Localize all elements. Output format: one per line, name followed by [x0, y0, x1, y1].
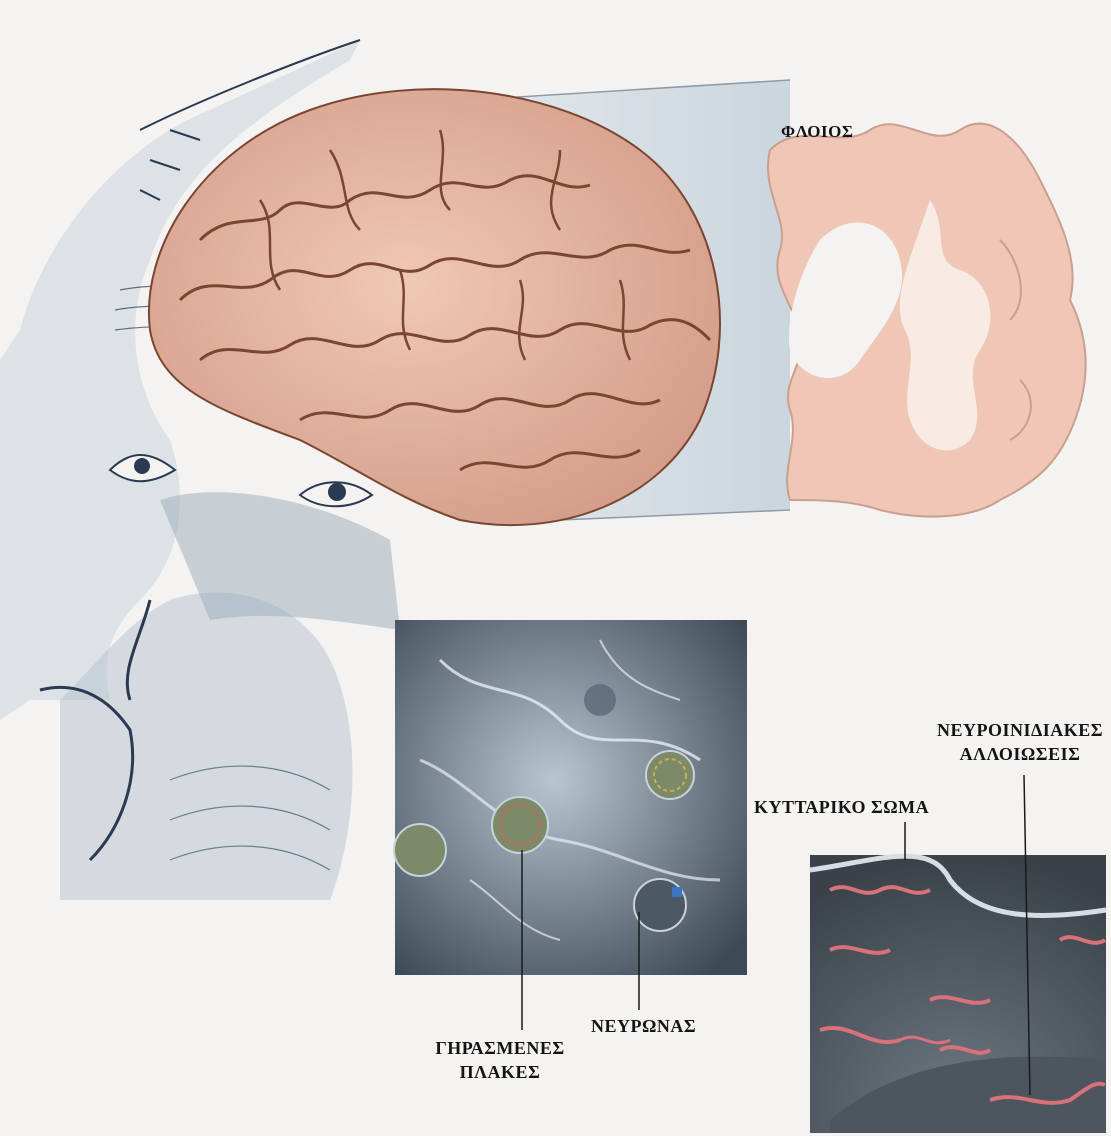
label-neurofibrillary: ΝΕΥΡΟΙΝΙΔΙΑΚΕΣ ΑΛΛΟΙΩΣΕΙΣ: [930, 718, 1110, 766]
label-neurofibrillary-line1: ΝΕΥΡΟΙΝΙΔΙΑΚΕΣ: [930, 718, 1110, 742]
cortex-section: [768, 124, 1086, 517]
label-neuron: ΝΕΥΡΩΝΑΣ: [591, 1016, 696, 1037]
label-cortex: ΦΛΟΙΟΣ: [781, 122, 853, 142]
label-plaques: ΓΗΡΑΣΜΕΝΕΣ ΠΛΑΚΕΣ: [410, 1036, 590, 1084]
microscopic-neurons: [394, 620, 747, 975]
brain-illustration: [149, 89, 720, 525]
cell-body-closeup: [810, 855, 1106, 1133]
label-cell-body: ΚΥΤΤΑΡΙΚΟ ΣΩΜΑ: [754, 797, 929, 818]
label-neurofibrillary-line2: ΑΛΛΟΙΩΣΕΙΣ: [930, 742, 1110, 766]
label-plaques-line2: ΠΛΑΚΕΣ: [410, 1060, 590, 1084]
label-plaques-line1: ΓΗΡΑΣΜΕΝΕΣ: [410, 1036, 590, 1060]
